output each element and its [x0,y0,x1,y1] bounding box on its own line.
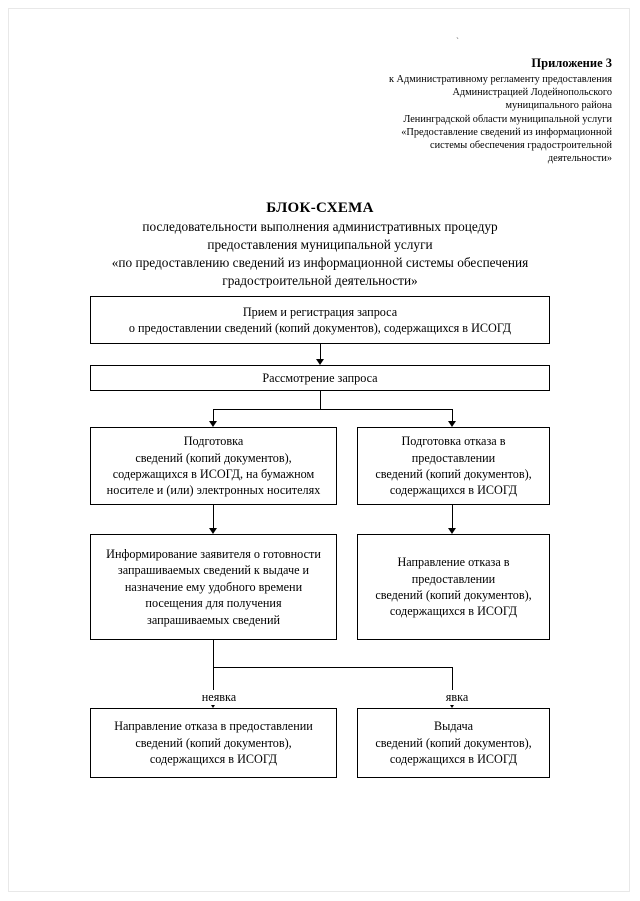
connector-prepare-info-notify [213,505,214,530]
header-title: Приложение 3 [531,56,612,70]
arrowhead-intake-review [316,359,324,365]
flow-node-prepare-info-line-2: сведений (копий документов), [135,450,292,465]
flow-node-refusal-final-line-2: сведений (копий документов), [135,735,292,750]
flow-node-issue-line-1: Выдача [434,719,473,734]
flow-node-review: Рассмотрение запроса [90,365,550,391]
arrowhead-branch-show [448,702,456,708]
flow-node-notify-applicant-line-1: Информирование заявителя о готовности [106,546,321,561]
connector-prepare-refusal-send [452,505,453,530]
edge-label-no-show: неявка [185,690,253,705]
header-line-6: системы обеспечения градостроительной [430,139,612,151]
document-titles: БЛОК-СХЕМА последовательности выполнения… [40,198,600,290]
document-header: Приложение 3 к Административному регламе… [282,55,612,165]
flow-node-prepare-info-line-3: содержащихся в ИСОГД, на бумажном [112,467,315,481]
page-subtitle-2: предоставления муниципальной услуги [207,237,433,253]
flow-node-notify-applicant-line-4: посещения для получения [145,596,282,611]
header-line-7: деятельности» [547,153,612,165]
arrowhead-review-right [448,421,456,427]
flow-node-intake-line-2: о предоставлении сведений (копий докумен… [128,321,512,335]
flow-node-refusal-final: Направление отказа в предоставлении свед… [90,708,337,778]
flow-node-notify-applicant-line-5: запрашиваемых сведений [147,612,280,627]
header-line-3: муниципального района [505,100,612,112]
header-line-1: к Административному регламенту предостав… [388,74,612,85]
connector-branch-show [452,667,453,704]
connector-review-right [452,409,453,423]
flow-node-send-refusal-line-2: сведений (копий документов), [375,588,532,602]
flow-node-notify-applicant-line-3: назначение ему удобного времени [124,579,303,594]
flow-node-prepare-refusal-line-2: сведений (копий документов), [375,467,532,481]
flow-node-prepare-refusal-line-1: Подготовка отказа в предоставлении [401,434,506,465]
flow-node-send-refusal-line-3: содержащихся в ИСОГД [389,604,518,619]
connector-notify-bus [213,667,453,668]
connector-branch-no-show [213,667,214,704]
flow-node-intake-line-1: Прием и регистрация запроса [242,304,398,319]
page-border [8,8,630,892]
arrowhead-branch-no-show [209,702,217,708]
flow-node-prepare-info-line-1: Подготовка [183,434,244,449]
flow-node-prepare-info: Подготовка сведений (копий документов), … [90,427,337,505]
header-line-2: Администрацией Лодейнопольского [452,87,612,99]
flow-node-refusal-final-line-1: Направление отказа в предоставлении [114,719,313,734]
page-title: БЛОК-СХЕМА [266,200,374,216]
arrowhead-review-left [209,421,217,427]
page-subtitle-4: градостроительной деятельности» [222,273,418,289]
page-subtitle-1: последовательности выполнения администра… [142,219,498,235]
flow-node-send-refusal: Направление отказа в предоставлении свед… [357,534,550,640]
flow-node-review-line-1: Рассмотрение запроса [262,370,378,385]
connector-intake-review [320,344,321,361]
flow-node-issue: Выдача сведений (копий документов), соде… [357,708,550,778]
page-mark: ` [456,36,459,46]
header-line-4: Ленинградской области муниципальной услу… [403,113,612,125]
page-subtitle-3: «по предоставлению сведений из информаци… [111,255,529,271]
flow-node-prepare-refusal: Подготовка отказа в предоставлении сведе… [357,427,550,505]
edge-label-show: явка [430,690,484,705]
flow-node-send-refusal-line-1: Направление отказа в предоставлении [397,555,510,586]
flow-node-intake: Прием и регистрация запроса о предоставл… [90,296,550,344]
connector-review-bus [213,409,453,410]
connector-review-stem [320,391,321,409]
flow-node-issue-line-3: содержащихся в ИСОГД [389,752,518,767]
connector-review-left [213,409,214,423]
arrowhead-prepare-info-notify [209,528,217,534]
flow-node-refusal-final-line-3: содержащихся в ИСОГД [149,752,278,767]
flow-node-notify-applicant-line-2: запрашиваемых сведений к выдаче и [117,563,310,578]
header-line-5: «Предоставление сведений из информационн… [401,126,612,138]
flow-node-notify-applicant: Информирование заявителя о готовности за… [90,534,337,640]
flow-node-issue-line-2: сведений (копий документов), [375,735,532,750]
flow-node-prepare-refusal-line-3: содержащихся в ИСОГД [389,483,518,498]
connector-notify-stem [213,640,214,667]
arrowhead-prepare-refusal-send [448,528,456,534]
flow-node-prepare-info-line-4: носителе и (или) электронных носителях [106,483,321,498]
